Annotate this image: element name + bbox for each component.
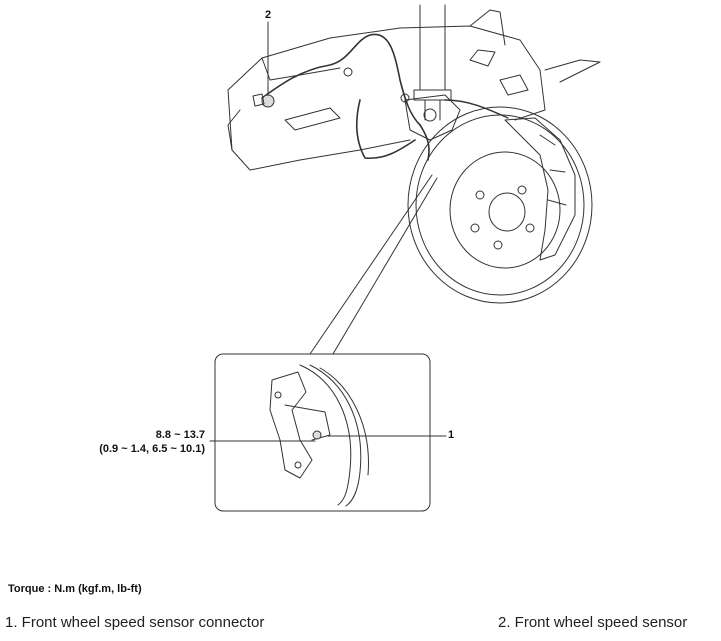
callout-number-1: 1 [448,429,455,441]
callout-number-2: 2 [265,9,272,21]
zoom-leader-right [332,177,438,355]
zoom-leader-left [309,174,433,355]
torque-spec-label: 8.8 ~ 13.7 (0.9 ~ 1.4, 6.5 ~ 10.1) [30,428,205,456]
torque-unit-heading: Torque : N.m (kgf.m, lb-ft) [8,583,142,595]
torque-spec-conversions: (0.9 ~ 1.4, 6.5 ~ 10.1) [99,443,205,455]
brake-caliper [504,117,576,261]
legend-item-1: 1. Front wheel speed sensor connector [5,614,265,631]
cable-clip-1 [343,67,353,77]
inset-knuckle-view [269,364,369,507]
detail-inset-box [214,353,431,512]
connector-clip [252,93,265,107]
strut-assembly [413,4,452,121]
brake-hose [444,99,509,119]
brake-assembly-diagram [209,4,601,512]
torque-spec-range: 8.8 ~ 13.7 [155,429,205,441]
steering-knuckle [404,94,461,141]
legend-item-2: 2. Front wheel speed sensor [498,614,688,631]
wheel-housing-body [227,9,601,171]
